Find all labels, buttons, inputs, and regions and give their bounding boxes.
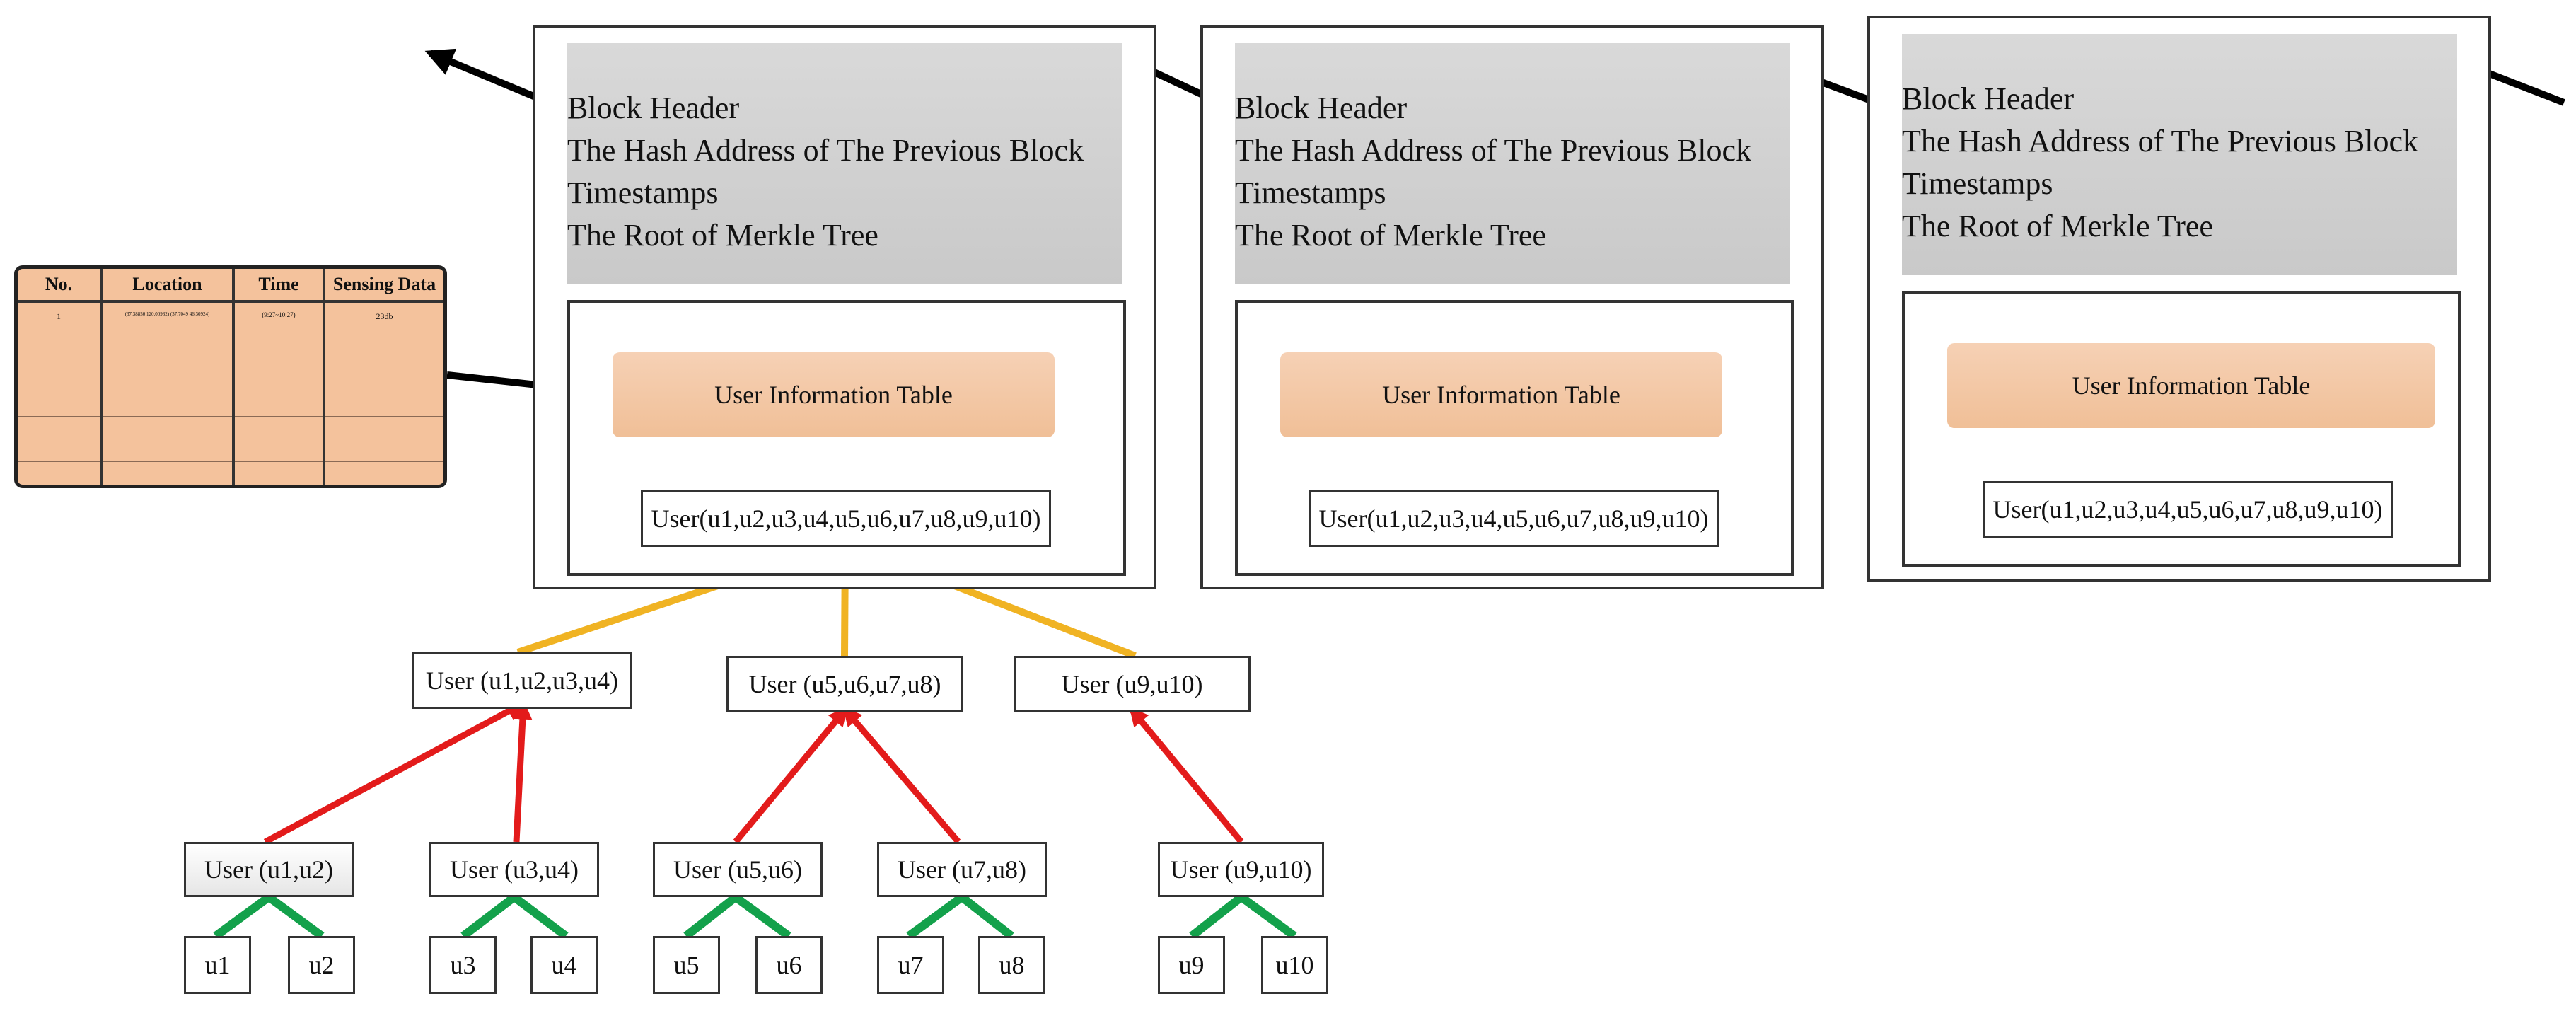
- cell-sensing-data: 23db: [323, 301, 443, 371]
- mid-edge-5: [1129, 706, 1244, 844]
- merkle-node-u5-u6: User (u5,u6): [653, 842, 823, 897]
- cell-time: [232, 370, 324, 417]
- column-no: No.: [18, 269, 101, 303]
- leaf-u4: u4: [530, 936, 598, 994]
- user-information-table: User Information Table: [613, 352, 1055, 437]
- header-prev-hash: The Hash Address of The Previous Block: [1902, 124, 2418, 158]
- header-title: Block Header: [1235, 91, 1408, 125]
- leaf-u1: u1: [184, 936, 251, 994]
- merkle-node-u5-u8: User (u5,u6,u7,u8): [726, 656, 963, 712]
- block-header: Block Header The Hash Address of The Pre…: [1902, 34, 2457, 275]
- cell-time: [232, 415, 324, 462]
- header-merkle-root: The Root of Merkle Tree: [1902, 209, 2213, 243]
- cell-time: (9:27~10:27): [232, 301, 324, 371]
- leaf-u7: u7: [877, 936, 944, 994]
- mid-edge-2: [513, 700, 533, 843]
- merkle-root-node: User(u1,u2,u3,u4,u5,u6,u7,u8,u9,u10): [641, 490, 1051, 547]
- column-location: Location: [100, 269, 233, 303]
- block-body: User Information Table User(u1,u2,u3,u4,…: [567, 300, 1126, 576]
- merkle-node-u1-u4: User (u1,u2,u3,u4): [412, 652, 632, 709]
- cell-sensing-data: [323, 461, 443, 485]
- header-title: Block Header: [567, 91, 740, 125]
- leaf-u9: u9: [1158, 936, 1225, 994]
- leaf-edge-10: [1238, 894, 1297, 940]
- merkle-node-u7-u8: User (u7,u8): [877, 842, 1047, 897]
- cell-location: [100, 461, 233, 485]
- column-time: Time: [232, 269, 324, 303]
- cell-time: [232, 461, 324, 485]
- sensing-data-table: No. Location Time Sensing Data 1 (37.388…: [14, 265, 447, 488]
- header-timestamps: Timestamps: [1902, 166, 2053, 201]
- header-timestamps: Timestamps: [567, 175, 719, 210]
- merkle-node-u9-u10-leafpair: User (u9,u10): [1158, 842, 1324, 897]
- column-sensing-data: Sensing Data: [323, 269, 443, 303]
- block-2: Block Header The Hash Address of The Pre…: [1200, 25, 1824, 589]
- header-prev-hash: The Hash Address of The Previous Block: [1235, 133, 1751, 168]
- merkle-root-node: User(u1,u2,u3,u4,u5,u6,u7,u8,u9,u10): [1983, 481, 2393, 538]
- cell-no: [18, 370, 101, 417]
- leaf-u3: u3: [429, 936, 497, 994]
- cell-no: [18, 415, 101, 462]
- block-body: User Information Table User(u1,u2,u3,u4,…: [1235, 300, 1794, 576]
- leaf-edge-8: [959, 894, 1014, 940]
- leaf-u2: u2: [288, 936, 355, 994]
- cell-sensing-data: [323, 370, 443, 417]
- header-merkle-root: The Root of Merkle Tree: [567, 218, 878, 253]
- leaf-edge-1: [213, 894, 272, 940]
- table-row: 1 (37.38850 120.00932) (37.7049 46.30924…: [18, 301, 443, 371]
- leaf-edge-5: [683, 894, 738, 940]
- user-information-table: User Information Table: [1280, 352, 1722, 437]
- cell-sensing-data: [323, 415, 443, 462]
- cell-no: 1: [57, 311, 61, 321]
- leaf-u10: u10: [1261, 936, 1328, 994]
- leaf-edge-6: [733, 894, 791, 940]
- leaf-edge-4: [511, 894, 569, 940]
- block-3: Block Header The Hash Address of The Pre…: [1867, 16, 2491, 582]
- mid-edge-3: [733, 706, 848, 844]
- block-header: Block Header The Hash Address of The Pre…: [567, 43, 1122, 284]
- leaf-u6: u6: [755, 936, 823, 994]
- leaf-u5: u5: [653, 936, 720, 994]
- header-title: Block Header: [1902, 81, 2075, 116]
- cell-location: [100, 415, 233, 462]
- leaf-edge-7: [906, 894, 965, 940]
- merkle-node-u3-u4: User (u3,u4): [429, 842, 599, 897]
- block-1: Block Header The Hash Address of The Pre…: [533, 25, 1156, 589]
- leaf-u8: u8: [978, 936, 1045, 994]
- leaf-edge-3: [460, 894, 517, 940]
- cell-location: (37.38850 120.00932) (37.7049 46.30924): [100, 301, 233, 371]
- table-row: [18, 370, 443, 417]
- user-information-table: User Information Table: [1947, 343, 2435, 428]
- merkle-root-node: User(u1,u2,u3,u4,u5,u6,u7,u8,u9,u10): [1309, 490, 1719, 547]
- mid-edge-1: [263, 701, 526, 845]
- leaf-edge-2: [266, 894, 325, 940]
- block-header: Block Header The Hash Address of The Pre…: [1235, 43, 1790, 284]
- header-merkle-root: The Root of Merkle Tree: [1235, 218, 1546, 253]
- merkle-node-u1-u2: User (u1,u2): [184, 842, 354, 897]
- leaf-edge-9: [1189, 894, 1244, 940]
- header-timestamps: Timestamps: [1235, 175, 1386, 210]
- table-row: [18, 461, 443, 485]
- merkle-node-u9-u10: User (u9,u10): [1014, 656, 1251, 712]
- table-row: [18, 415, 443, 462]
- cell-no: [18, 461, 101, 485]
- header-prev-hash: The Hash Address of The Previous Block: [567, 133, 1084, 168]
- cell-location: [100, 370, 233, 417]
- mid-edge-4: [842, 706, 961, 844]
- block-body: User Information Table User(u1,u2,u3,u4,…: [1902, 291, 2461, 567]
